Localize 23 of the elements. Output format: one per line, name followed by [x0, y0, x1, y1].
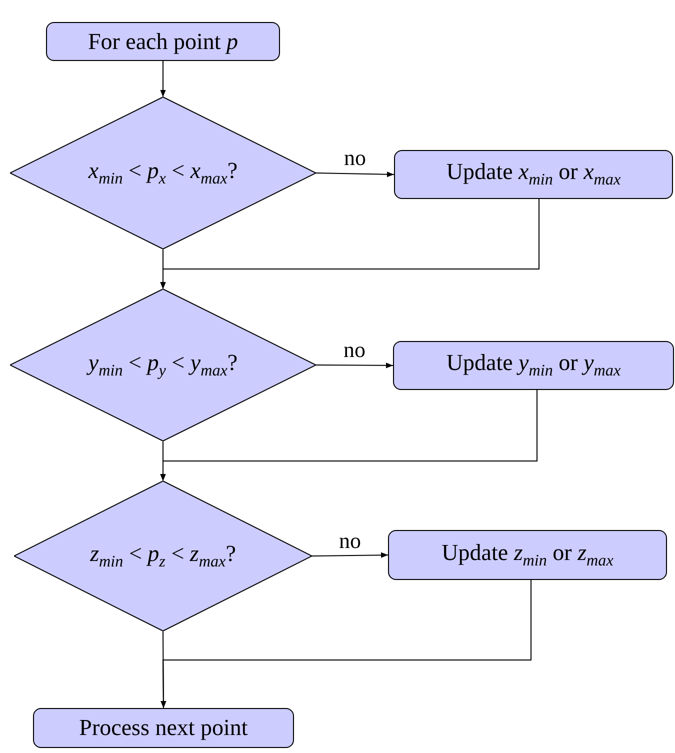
condition-label: y$_{min}$ < p$_{y}$ < y$_{max}$? — [88, 350, 238, 380]
process-label: For each point p — [88, 28, 238, 54]
condition-label: x$_{min}$ < p$_{x}$ < x$_{max}$? — [88, 158, 238, 188]
process-box — [33, 708, 294, 748]
condition-label: z$_{min}$ < p$_{z}$ < z$_{max}$? — [90, 540, 236, 572]
arrow — [316, 172, 394, 178]
arrow — [160, 248, 166, 290]
process-label: Update y$_{min}$ or y$_{max}$ — [446, 350, 621, 381]
arrow — [316, 362, 394, 368]
process-box — [388, 530, 667, 580]
arrow — [160, 440, 166, 482]
arrow — [312, 552, 388, 558]
decision-diamond — [14, 481, 312, 631]
process-box — [393, 341, 674, 390]
decision-diamond — [10, 97, 316, 249]
arrow — [160, 630, 166, 708]
process-label: Update x$_{min}$ or x$_{max}$ — [446, 159, 621, 190]
process-label: Update z$_{min}$ or z$_{max}$ — [442, 540, 614, 570]
process-box — [394, 150, 673, 199]
decision-diamond — [10, 289, 316, 441]
arrow — [160, 60, 166, 98]
process-box — [46, 22, 280, 61]
process-label: Process next point — [79, 715, 248, 741]
